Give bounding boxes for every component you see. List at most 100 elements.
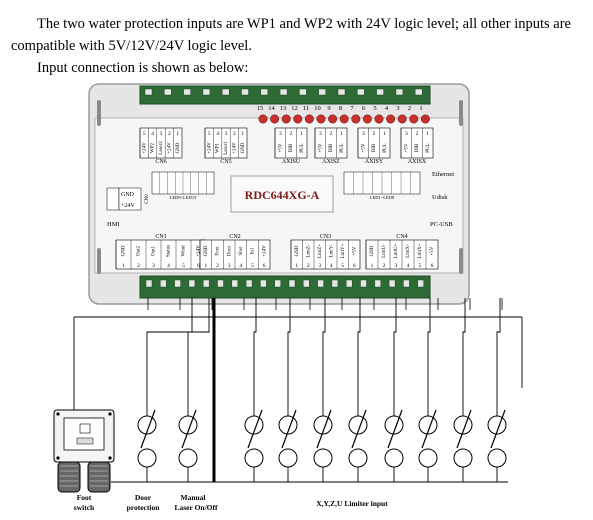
connector-pin-number: 5 [419,263,422,269]
bottom-terminal-slot [274,279,281,288]
caption-manual-1: Manual [180,493,205,502]
model-name: RDC644XG-A [245,188,320,202]
screw-terminal [281,114,291,124]
connector-pin-label: Laser2 [159,141,164,155]
connector-name-cn4: CN4 [396,234,407,240]
connector-pin-label: Wind [182,245,187,256]
udisk-label: Udisk [432,194,448,201]
switch-contact-bottom [278,448,298,468]
connector-pin-label: +5V [361,143,366,152]
foot-switch-screw [56,456,60,460]
bottom-terminal-slot [345,279,353,288]
signal-wire [427,298,431,388]
power-connector [106,187,120,211]
connector-pin-number: 3 [405,131,408,137]
connector-pin-label: Out2 [137,246,142,257]
signal-wire [187,298,210,388]
signal-wire [357,298,361,388]
connector-pin-number: 4 [330,263,333,269]
connector-pin-number: 2 [216,263,219,269]
switch-lever [456,409,472,449]
caption-manual-2: Laser On/Off [175,503,218,512]
connector-pin-number: 4 [216,131,219,137]
top-connector-cn6 [139,127,183,159]
foot-switch-screw [108,412,112,416]
connector-pin-label: WP2 [151,143,156,154]
connector-pin-label: LmtY+ [341,243,346,258]
connector-pin-label: Out1 [152,246,157,257]
connector-pin-label: Foot [216,246,221,256]
signal-wire [322,298,326,388]
connector-pin-label: DIR [372,143,377,152]
ethernet-label: Ethernet [432,171,454,178]
connector-name-cn1: CN1 [155,234,166,240]
connector-name-axisx: AXISX [408,159,427,165]
connector-pin-number: 2 [290,131,293,137]
connector-pin-number: 3 [228,263,231,269]
power-cn0-label: CN0 [145,194,150,204]
connector-pin-number: 1 [204,263,207,269]
intro-line-3: Input connection is shown as below: [37,60,249,76]
screw-terminal [409,114,419,124]
screw-terminal [293,114,303,124]
top-terminal-slot [144,88,153,96]
switch-contact-bottom [384,448,404,468]
connector-pin-label: Laser1 [224,141,229,155]
bottom-terminal-slot [288,279,296,288]
connector-pin-number: 4 [407,263,410,269]
connector-pin-number: 1 [295,263,298,269]
connector-pin-label: +24V [233,142,238,154]
connector-pin-label: +24V [197,245,202,257]
switch-contact-bottom [137,448,157,468]
top-pin-number: 8 [339,105,342,112]
connector-pin-number: 5 [143,131,146,137]
bottom-terminal-slot [160,279,167,288]
connector-pin-number: 2 [137,263,140,269]
signal-wire [496,298,501,388]
top-pin-number: 14 [268,105,275,112]
bottom-terminal-slot [231,279,239,288]
power-label-box [118,187,142,211]
led-label-left: LED9~LED15 [170,195,197,200]
foot-pedal-left [57,461,81,493]
bottom-terminal-slot [188,279,196,288]
led-label-right: LED1~LED8 [370,195,395,200]
switch-contact-bottom [178,448,198,468]
connector-pin-label: +5V [430,246,435,255]
connector-pin-label: +5V [318,143,323,152]
connector-pin-label: In1 [251,247,256,254]
screw-terminal [374,114,384,124]
bottom-terminal-strip [139,275,431,299]
top-terminal-slot [183,88,191,96]
connector-pin-label: PUL [300,143,305,152]
connector-pin-number: 1 [340,131,343,137]
connector-name-cn2: CN2 [229,234,240,240]
top-terminal-slot [357,88,365,96]
connector-pin-label: LmtX+ [418,243,423,258]
switch-contact-bottom [244,448,264,468]
screw-terminal [339,114,349,124]
screw-terminal [328,114,338,124]
top-pin-number: 4 [385,105,389,112]
signal-wire [146,298,193,388]
top-pin-number: 11 [303,105,309,112]
screw-terminal [304,114,314,124]
connector-pin-number: 3 [318,263,321,269]
top-terminal-slot [414,88,423,96]
connector-pin-number: 3 [395,263,398,269]
top-pin-number: 10 [314,105,321,112]
connector-pin-label: GND [122,245,127,256]
bottom-terminal-slot [145,279,153,288]
power-24v-label: +24V [121,203,135,209]
top-terminal-slot [221,88,230,96]
connector-pin-label: PUL [383,143,388,152]
mounting-slot [459,248,463,274]
switch-contact-bottom [418,448,438,468]
signal-wire [462,298,466,388]
screw-terminal [258,114,268,124]
connector-pin-number: 2 [307,263,310,269]
caption-foot-switch-2: switch [74,503,95,512]
connector-pin-label: LmtU- [382,244,387,258]
foot-switch-screw [108,456,112,460]
